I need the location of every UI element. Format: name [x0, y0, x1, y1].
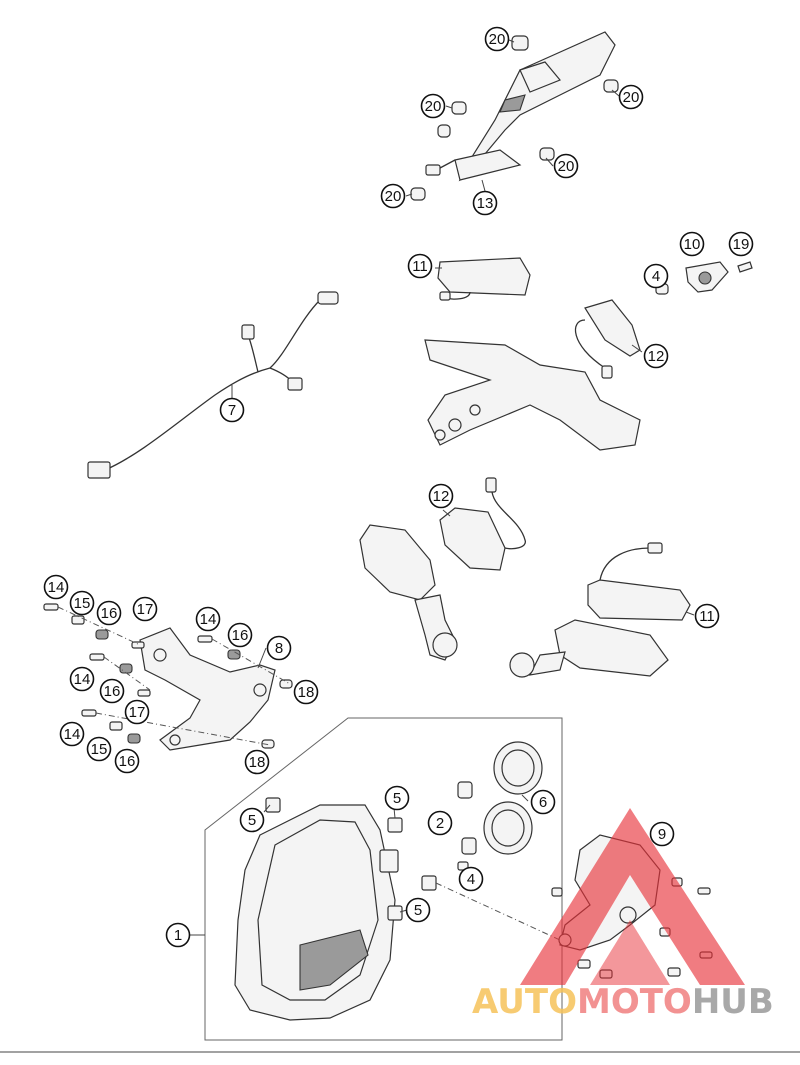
- watermark-part-moto: MOTO: [577, 982, 692, 1022]
- callout-label: 7: [228, 402, 236, 419]
- headlight-bracket: [139, 627, 276, 751]
- callout-5: 5: [405, 897, 431, 923]
- callout-6: 6: [530, 789, 556, 815]
- callout-2: 2: [427, 810, 453, 836]
- callout-15: 15: [69, 590, 95, 616]
- callout-label: 16: [101, 605, 118, 622]
- callout-label: 20: [623, 89, 640, 106]
- callout-15: 15: [86, 736, 112, 762]
- callout-label: 20: [425, 98, 442, 115]
- callout-label: 20: [558, 158, 575, 175]
- callout-label: 15: [91, 741, 108, 758]
- callout-label: 9: [658, 826, 666, 843]
- callout-label: 20: [489, 31, 506, 48]
- callout-20: 20: [420, 93, 446, 119]
- callout-20: 20: [553, 153, 579, 179]
- callout-14: 14: [43, 574, 69, 600]
- callout-label: 1: [174, 927, 182, 944]
- front-indicator-left: [359, 524, 458, 661]
- watermark-triangle-icon: [520, 808, 745, 985]
- callout-label: 5: [414, 902, 422, 919]
- watermark-part-hub: HUB: [692, 982, 774, 1022]
- callout-4: 4: [643, 263, 669, 289]
- callout-label: 2: [436, 815, 444, 832]
- callout-9: 9: [649, 821, 675, 847]
- tail-light: [437, 257, 531, 301]
- callout-label: 11: [412, 258, 428, 275]
- callout-16: 16: [99, 678, 125, 704]
- callout-4: 4: [458, 866, 484, 892]
- callout-label: 8: [275, 640, 283, 657]
- callout-label: 18: [249, 754, 266, 771]
- callout-13: 13: [472, 190, 498, 216]
- callout-label: 16: [232, 627, 249, 644]
- callout-label: 15: [74, 595, 91, 612]
- callout-label: 20: [385, 188, 402, 205]
- callout-12: 12: [643, 343, 669, 369]
- watermark-text: AUTOMOTOHUB: [472, 982, 774, 1022]
- front-indicator-right: [509, 542, 691, 678]
- callout-14: 14: [69, 666, 95, 692]
- callout-18: 18: [244, 749, 270, 775]
- callout-label: 16: [104, 683, 121, 700]
- leader-lines: [190, 39, 695, 936]
- callout-label: 10: [684, 236, 701, 253]
- callout-label: 5: [393, 790, 401, 807]
- callout-label: 17: [129, 704, 146, 721]
- callout-5: 5: [239, 807, 265, 833]
- callout-20: 20: [618, 84, 644, 110]
- callout-16: 16: [227, 622, 253, 648]
- callout-label: 16: [119, 753, 136, 770]
- watermark-part-auto: AUTO: [472, 982, 577, 1022]
- callout-label: 14: [48, 579, 65, 596]
- bulbs-and-covers: [457, 741, 543, 871]
- callout-5: 5: [384, 785, 410, 811]
- headlight-frame: [204, 717, 563, 1041]
- callout-12: 12: [428, 483, 454, 509]
- callout-label: 4: [467, 871, 475, 888]
- callout-label: 17: [137, 601, 154, 618]
- fasteners-left: [43, 603, 293, 749]
- front-indicator-12: [439, 477, 526, 571]
- callout-19: 19: [728, 231, 754, 257]
- callout-label: 18: [298, 684, 315, 701]
- callout-20: 20: [380, 183, 406, 209]
- callout-label: 11: [699, 608, 715, 625]
- callout-label: 4: [652, 268, 660, 285]
- callout-17: 17: [132, 596, 158, 622]
- callout-17: 17: [124, 699, 150, 725]
- callout-18: 18: [293, 679, 319, 705]
- callout-11: 11: [407, 253, 433, 279]
- rear-fender-assembly: [410, 31, 619, 201]
- callout-10: 10: [679, 231, 705, 257]
- rear-subframe-bracket: [424, 339, 641, 451]
- callout-label: 14: [74, 671, 91, 688]
- callout-14: 14: [195, 606, 221, 632]
- callout-label: 6: [539, 794, 547, 811]
- callout-8: 8: [266, 635, 292, 661]
- callout-1: 1: [165, 922, 191, 948]
- callout-7: 7: [219, 397, 245, 423]
- callout-11: 11: [694, 603, 720, 629]
- callout-label: 12: [648, 348, 665, 365]
- callout-14: 14: [59, 721, 85, 747]
- wiring-harness: [87, 291, 339, 479]
- callout-label: 13: [477, 195, 494, 212]
- rear-indicator-right: [574, 299, 641, 379]
- callout-label: 5: [248, 812, 256, 829]
- watermark-logo: AUTOMOTOHUB: [472, 808, 774, 1022]
- callout-label: 14: [64, 726, 81, 743]
- callout-label: 12: [433, 488, 450, 505]
- callout-label: 19: [733, 236, 750, 253]
- headlight-housing: [234, 797, 561, 1021]
- callout-16: 16: [114, 748, 140, 774]
- license-plate-light: [655, 261, 753, 295]
- callout-label: 14: [200, 611, 217, 628]
- callout-20: 20: [484, 26, 510, 52]
- callout-16: 16: [96, 600, 122, 626]
